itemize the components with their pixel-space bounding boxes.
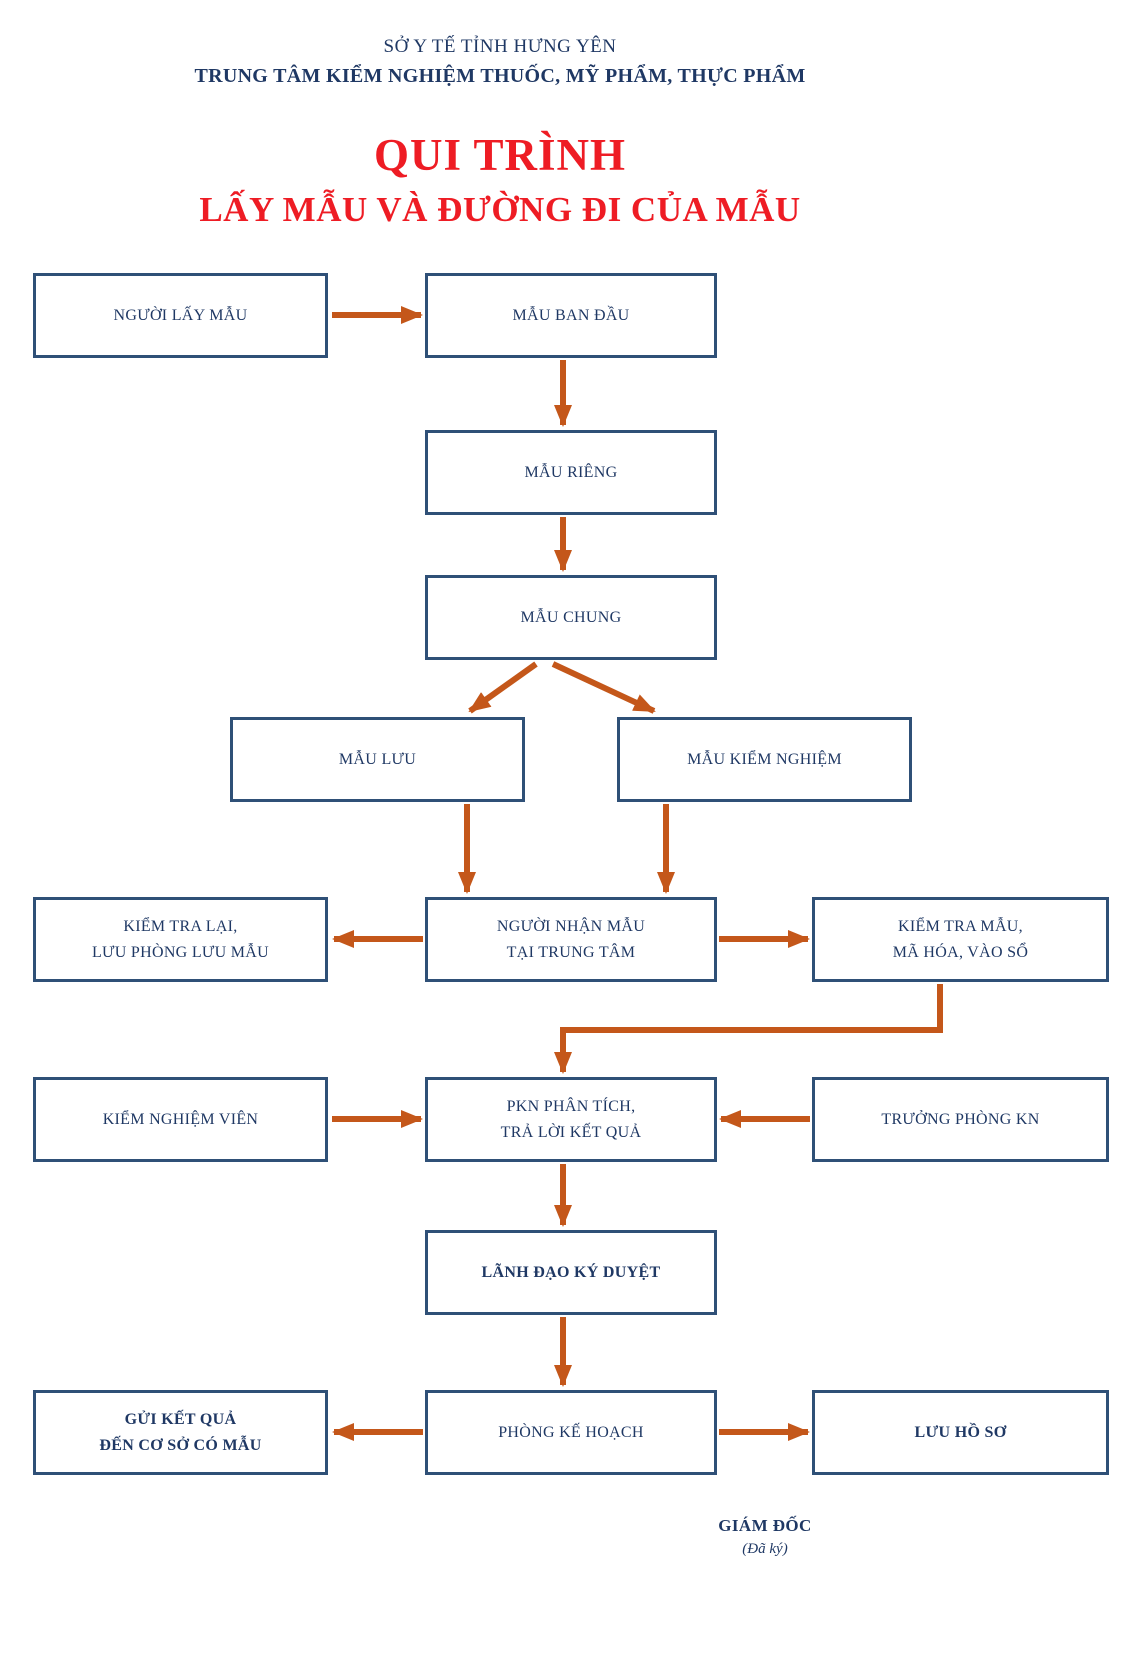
arrow-mau-chung-to-mau-kiem-nghiem <box>551 661 656 714</box>
node-mau-ban-dau: MẪU BAN ĐẦU <box>425 273 717 358</box>
node-mau-chung: MẪU CHUNG <box>425 575 717 660</box>
signature-note: (Đã ký) <box>742 1541 788 1557</box>
node-lanh-dao-ky-duyet: LÃNH ĐẠO KÝ DUYỆT <box>425 1230 717 1315</box>
doc-title: QUI TRÌNH <box>374 130 626 180</box>
node-truong-phong-kn: TRƯỞNG PHÒNG KN <box>812 1077 1109 1162</box>
document-title-block: QUI TRÌNH LẤY MẪU VÀ ĐƯỜNG ĐI CỦA MẪU <box>0 130 1000 230</box>
arrow-kiem-tra-mau-to-pkn-phan-tich <box>554 984 943 1074</box>
arrow-mau-chung-to-mau-luu <box>468 661 538 714</box>
signature-role: GIÁM ĐỐC <box>718 1516 812 1535</box>
org-parent-name: SỞ Y TẾ TỈNH HƯNG YÊN <box>383 36 617 57</box>
org-name: TRUNG TÂM KIỂM NGHIỆM THUỐC, MỸ PHẨM, TH… <box>194 65 806 87</box>
document-header: SỞ Y TẾ TỈNH HƯNG YÊN TRUNG TÂM KIỂM NGH… <box>0 36 1000 88</box>
node-kiem-tra-lai: KIỂM TRA LẠI, LƯU PHÒNG LƯU MẪU <box>33 897 328 982</box>
node-luu-ho-so: LƯU HỒ SƠ <box>812 1390 1109 1475</box>
node-mau-rieng: MẪU RIÊNG <box>425 430 717 515</box>
node-gui-ket-qua: GỬI KẾT QUẢ ĐẾN CƠ SỞ CÓ MẪU <box>33 1390 328 1475</box>
node-mau-luu: MẪU LƯU <box>230 717 525 802</box>
node-nguoi-lay-mau: NGƯỜI LẤY MẪU <box>33 273 328 358</box>
node-phong-ke-hoach: PHÒNG KẾ HOẠCH <box>425 1390 717 1475</box>
node-nguoi-nhan-mau: NGƯỜI NHẬN MẪU TẠI TRUNG TÂM <box>425 897 717 982</box>
doc-subtitle: LẤY MẪU VÀ ĐƯỜNG ĐI CỦA MẪU <box>199 189 801 229</box>
node-mau-kiem-nghiem: MẪU KIỂM NGHIỆM <box>617 717 912 802</box>
node-pkn-phan-tich: PKN PHÂN TÍCH, TRẢ LỜI KẾT QUẢ <box>425 1077 717 1162</box>
signature-block: GIÁM ĐỐC (Đã ký) <box>615 1516 915 1558</box>
node-kiem-tra-mau: KIỂM TRA MẪU, MÃ HÓA, VÀO SỔ <box>812 897 1109 982</box>
node-kiem-nghiem-vien: KIỂM NGHIỆM VIÊN <box>33 1077 328 1162</box>
